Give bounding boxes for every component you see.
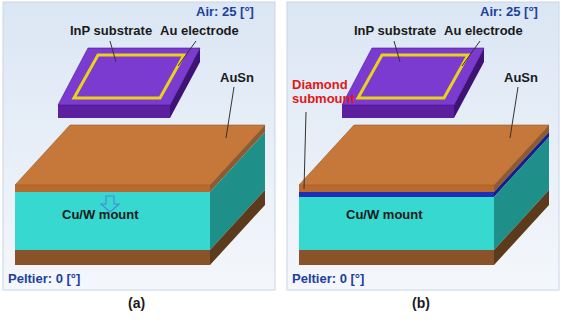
part-label: InP substrate [354,24,436,38]
panel [287,2,559,290]
boundary-condition: Air: 25 [°] [480,5,538,19]
panel-label: (b) [412,296,430,311]
part-label: Au electrode [160,24,239,38]
part-label: AuSn [220,71,254,85]
boundary-condition: Peltier: 0 [°] [292,272,364,286]
part-label: InP substrate [70,24,152,38]
part-label: AuSn [504,71,538,85]
part-label: Diamond submount [292,78,362,107]
part-label: Cu/W mount [346,208,423,222]
panel [3,2,275,290]
boundary-condition: Peltier: 0 [°] [8,272,80,286]
boundary-condition: Air: 25 [°] [196,5,254,19]
part-label: Cu/W mount [62,208,139,222]
panel-label: (a) [128,296,145,311]
part-label: Au electrode [444,24,523,38]
